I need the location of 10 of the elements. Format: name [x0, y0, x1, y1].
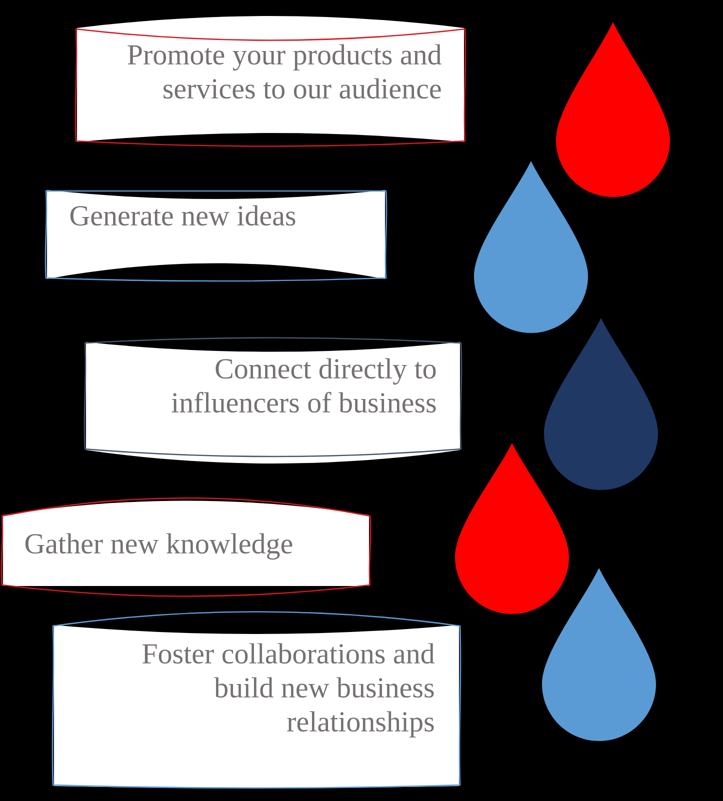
- text-box: Generate new ideas: [44, 190, 388, 282]
- droplet: [474, 161, 588, 333]
- droplet: [542, 568, 656, 741]
- text-box: Gather new knowledge: [0, 497, 372, 597]
- text-box: Foster collaborations and build new business relationships: [52, 611, 462, 789]
- text-box: Connect directly to influencers of business: [84, 337, 462, 464]
- droplet: [455, 443, 569, 614]
- text-box: Promote your products and services to our audience: [74, 16, 466, 147]
- droplet: [544, 318, 658, 490]
- droplet: [556, 22, 670, 197]
